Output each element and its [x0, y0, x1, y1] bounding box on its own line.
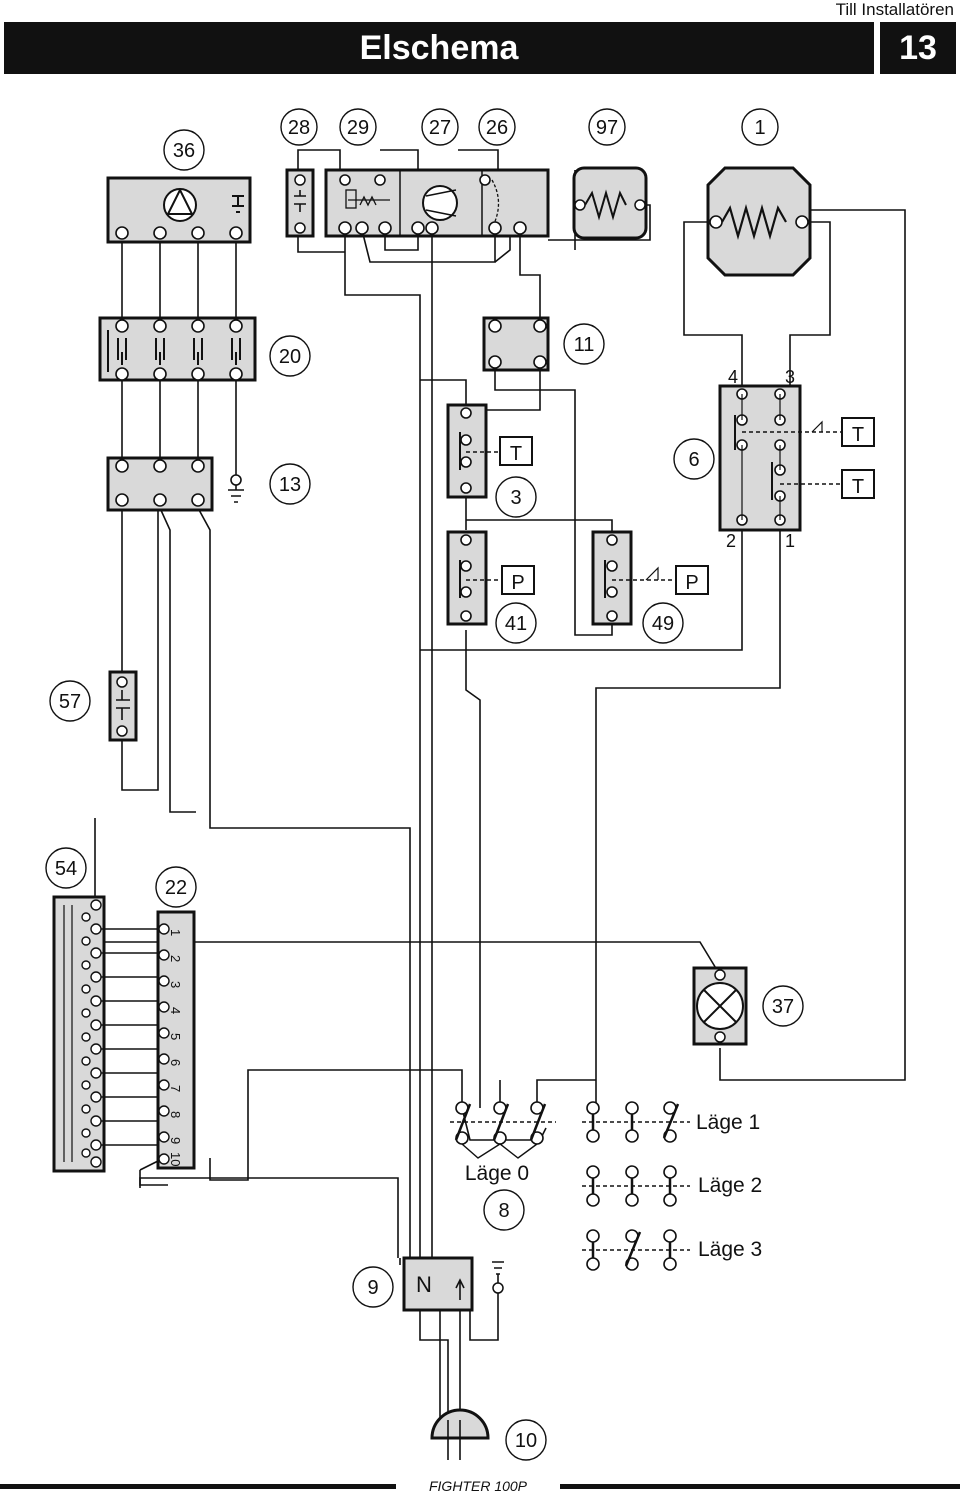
resistor-icon — [584, 189, 627, 221]
heater-small-box — [572, 166, 648, 240]
footer-bar-left — [0, 1484, 396, 1489]
component-6: T T 4 3 2 1 — [718, 367, 875, 551]
terminal-7: 7 — [168, 1085, 183, 1092]
label-37: 37 — [772, 996, 794, 1018]
footer-bar-right — [560, 1484, 960, 1489]
label-27: 27 — [429, 117, 451, 139]
pump-symbol-icon — [163, 188, 197, 222]
pressostat-49-symbol: P — [685, 572, 698, 594]
component-20 — [98, 316, 257, 382]
terminal-label-3: 3 — [785, 367, 795, 387]
mode-legend: Läge 1 Läge 2 Läge 3 Läge 0 — [465, 1101, 762, 1271]
label-3: 3 — [510, 487, 521, 509]
terminal-1: 1 — [168, 929, 183, 936]
label-13: 13 — [279, 474, 301, 496]
component-22: 1 2 3 4 5 6 7 8 9 10 — [156, 910, 196, 1170]
header-note: Till Installatören — [835, 0, 954, 19]
mode-0-label: Läge 0 — [465, 1162, 529, 1185]
terminal-9: 9 — [168, 1137, 183, 1144]
model-name: FIGHTER 100P — [428, 1478, 528, 1494]
phase-arrow-icon — [455, 1278, 465, 1300]
component-3: T — [446, 403, 533, 499]
component-10 — [430, 1408, 490, 1460]
footer: FIGHTER 100P — [0, 1478, 960, 1494]
label-57: 57 — [59, 691, 81, 713]
component-49: P — [591, 530, 709, 626]
terminal-8: 8 — [168, 1111, 183, 1118]
label-54: 54 — [55, 858, 77, 880]
label-11: 11 — [574, 334, 595, 356]
component-8 — [450, 1101, 556, 1159]
page-title: Elschema — [4, 22, 874, 74]
label-41: 41 — [505, 613, 527, 635]
ground-icon — [492, 1282, 504, 1294]
pressostat-41-symbol: P — [511, 572, 524, 594]
component-compressor-assembly — [285, 168, 550, 238]
terminal-2: 2 — [168, 955, 183, 962]
label-28: 28 — [288, 117, 310, 139]
terminal-label-2: 2 — [726, 531, 736, 551]
page-number-text: 13 — [899, 28, 937, 67]
label-1: 1 — [754, 117, 765, 139]
thermostat-3-symbol: T — [510, 443, 522, 465]
label-22: 22 — [165, 877, 187, 899]
page-title-text: Elschema — [359, 28, 519, 67]
component-57 — [108, 670, 138, 742]
terminal-6: 6 — [168, 1059, 183, 1066]
terminal-4: 4 — [168, 1007, 183, 1014]
label-8: 8 — [498, 1200, 509, 1222]
terminal-10: 10 — [168, 1152, 183, 1166]
neutral-symbol: N — [416, 1272, 432, 1297]
mode-2-label: Läge 2 — [698, 1174, 762, 1197]
label-6: 6 — [688, 449, 699, 471]
component-9: N — [402, 1256, 504, 1312]
label-20: 20 — [279, 346, 301, 368]
number-badges — [45, 108, 804, 1461]
label-10: 10 — [515, 1430, 537, 1452]
resistor-icon — [721, 203, 787, 241]
mode-1-label: Läge 1 — [696, 1111, 760, 1134]
label-36: 36 — [173, 140, 195, 162]
ground-icon — [228, 485, 244, 503]
label-97: 97 — [596, 117, 618, 139]
component-97 — [572, 166, 648, 240]
terminal-label-1: 1 — [785, 531, 795, 551]
label-26: 26 — [486, 117, 508, 139]
component-36 — [106, 176, 252, 244]
label-29: 29 — [347, 117, 369, 139]
component-13 — [106, 456, 244, 512]
terminal-3: 3 — [168, 981, 183, 988]
protector-thermostat-lower: T — [852, 476, 864, 498]
component-37 — [692, 966, 748, 1046]
component-1 — [706, 166, 812, 277]
terminal-label-4: 4 — [728, 367, 738, 387]
page-number: 13 — [880, 22, 956, 74]
protector-thermostat-upper: T — [852, 424, 864, 446]
label-9: 9 — [367, 1277, 378, 1299]
terminal-5: 5 — [168, 1033, 183, 1040]
ground-icon — [232, 195, 244, 213]
mode-3-label: Läge 3 — [698, 1238, 762, 1261]
label-49: 49 — [652, 613, 674, 635]
component-41: P — [446, 530, 535, 626]
component-54 — [52, 895, 160, 1173]
component-11 — [482, 316, 550, 372]
